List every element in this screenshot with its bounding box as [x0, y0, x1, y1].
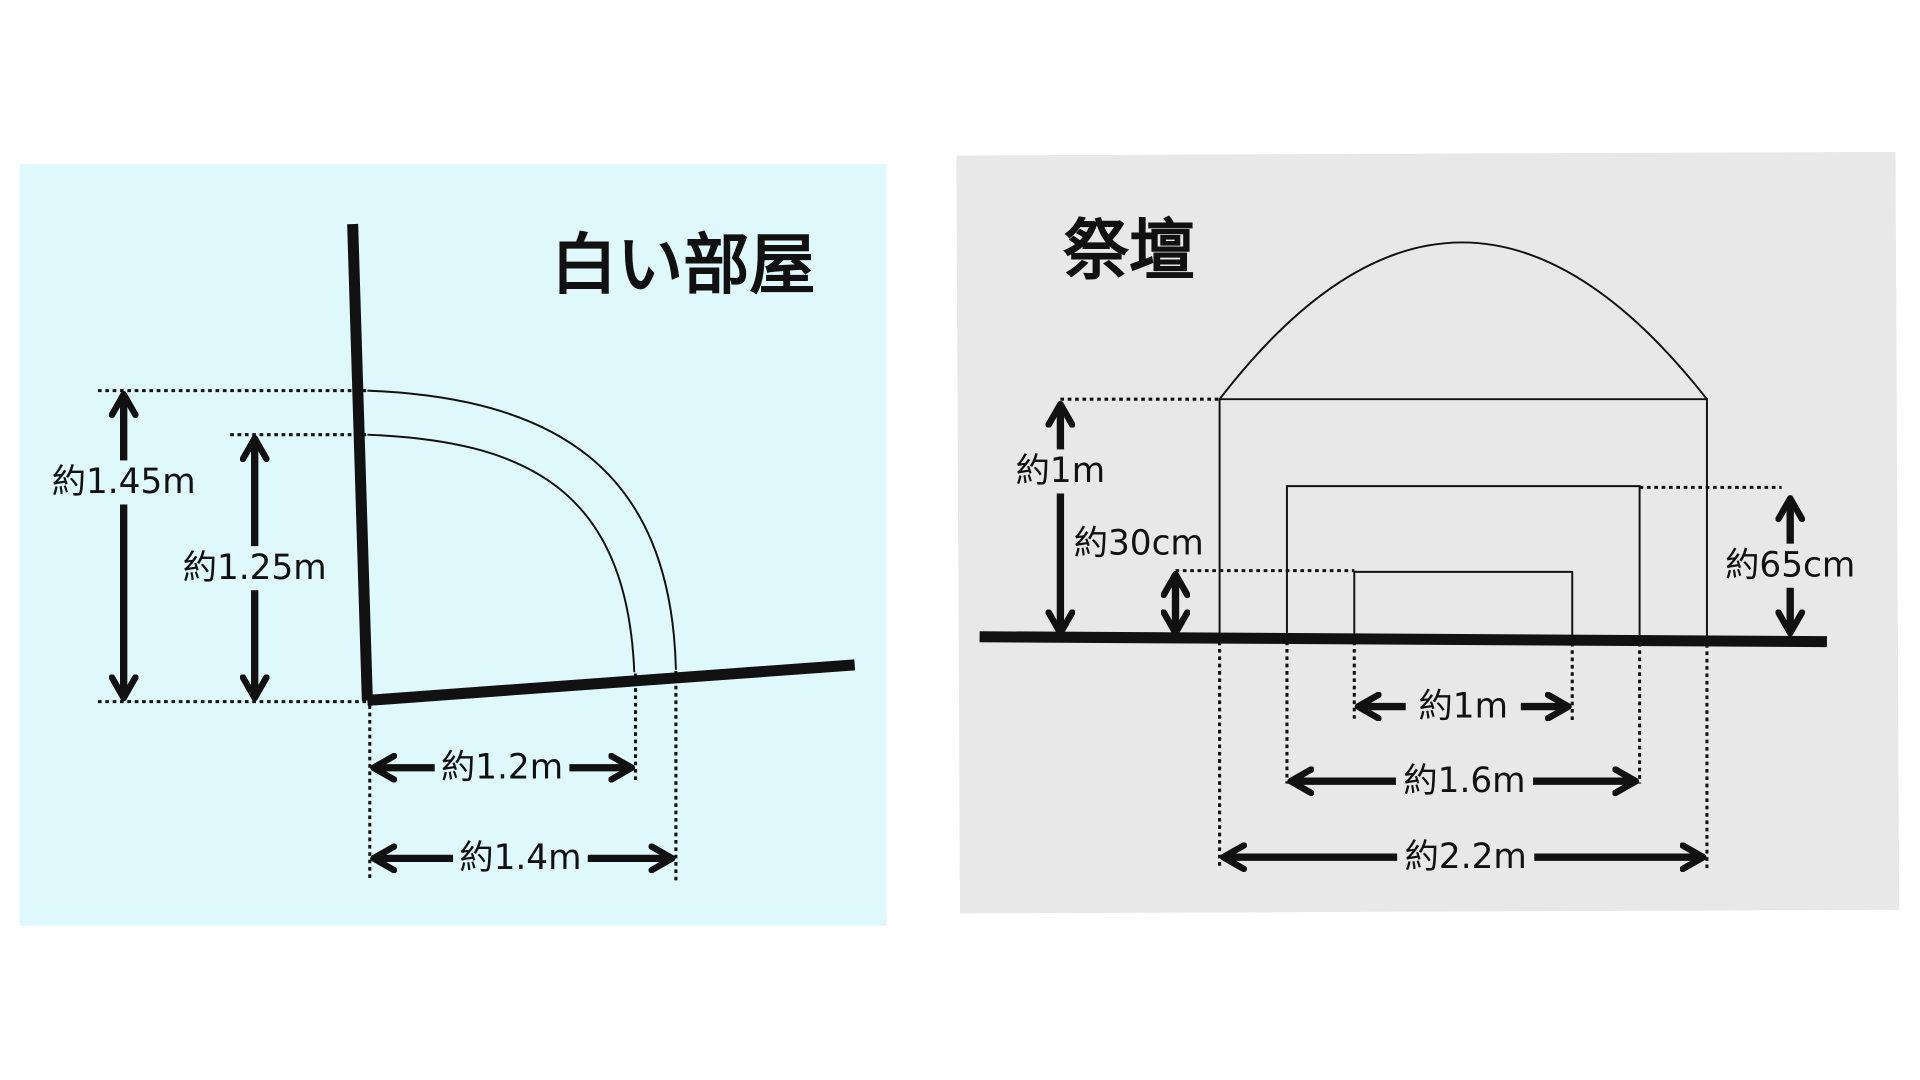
label-bg — [1405, 684, 1521, 729]
altar-arch — [1218, 241, 1708, 400]
white-room-panel: 約1.45m 約1.25m 約1.2m 約1.4m 白い部屋 — [19, 164, 887, 926]
altar-title: 祭壇 — [1063, 212, 1195, 289]
width-label-inner: 約1.2m — [441, 747, 563, 787]
inner-arc — [367, 433, 636, 673]
width-label-outer: 約1.4m — [459, 838, 581, 878]
label-bg — [1008, 449, 1112, 494]
white-room-background — [19, 164, 887, 926]
label-bg — [1720, 543, 1860, 588]
altar-floor-line — [979, 631, 1827, 648]
label-bg — [453, 836, 588, 881]
label-bg — [177, 546, 332, 591]
height-label-outer: 約1.45m — [52, 462, 196, 502]
altar-middle-tier — [1285, 485, 1641, 640]
middle-tier-height-label: 約65cm — [1725, 545, 1855, 585]
floor-line — [366, 659, 856, 706]
label-bg — [434, 745, 570, 790]
altar-height-label: 約1m — [1016, 451, 1105, 491]
outer-arc — [367, 389, 677, 670]
inner-tier-height-label: 約30cm — [1074, 523, 1204, 563]
altar-background — [956, 151, 1900, 914]
middle-tier-width-label: 約1.6m — [1403, 761, 1525, 801]
height-label-inner: 約1.25m — [183, 548, 327, 588]
altar-panel: 祭壇 約1m 約30cm 約65cm 約1m 約1.6m 約2.2m — [956, 151, 1900, 914]
altar-outer-frame — [1218, 398, 1708, 641]
label-bg — [1395, 759, 1534, 804]
label-bg — [1397, 835, 1535, 880]
inner-tier-width-label: 約1m — [1419, 686, 1508, 726]
label-bg — [46, 460, 201, 505]
white-room-title: 白い部屋 — [551, 226, 815, 303]
altar-width-label: 約2.2m — [1405, 837, 1527, 877]
wall-line — [347, 223, 373, 701]
altar-inner-tier — [1353, 570, 1574, 640]
